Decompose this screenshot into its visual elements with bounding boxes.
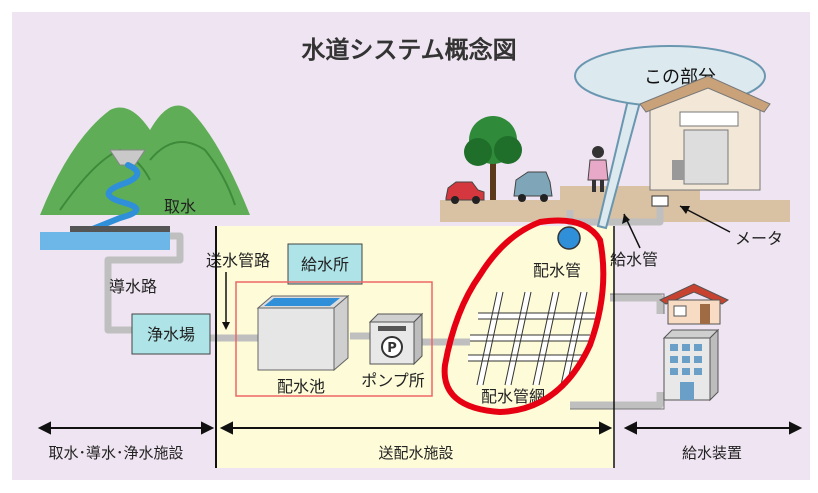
- distribution-reservoir-icon: [256, 294, 350, 372]
- distribution-reservoir-label: 配水池: [277, 377, 325, 396]
- transmission-arrowhead: [222, 322, 230, 330]
- distribution-pipe-label: 配水管: [533, 261, 581, 280]
- diagram-title: 水道システム概念図: [301, 36, 516, 64]
- ground: [440, 186, 790, 222]
- conduit-label: 導水路: [109, 277, 157, 296]
- intake-label: 取水: [164, 197, 196, 216]
- purification-plant-box: [131, 313, 211, 355]
- section-label-left: 取水･導水･浄水施設: [48, 444, 183, 462]
- apartment-building-icon: [662, 328, 720, 402]
- section-label-middle: 送配水施設: [378, 444, 453, 462]
- pipes: [104, 205, 664, 409]
- service-pipe-label: 給水管: [610, 250, 658, 269]
- car-red-icon: [445, 181, 485, 204]
- meter-icon: [651, 195, 669, 207]
- service-pipe-arrowhead: [622, 214, 630, 224]
- pump-station-label: ポンプ所: [361, 371, 425, 390]
- car-blue-icon: [513, 171, 553, 202]
- intake-weir: [70, 226, 170, 232]
- transmission-pipe-label: 送水管路: [206, 251, 270, 270]
- supply-station-frame: [235, 281, 433, 397]
- distribution-network-label: 配水管網: [481, 387, 545, 406]
- distribution-pipe-icon: [557, 226, 581, 250]
- water-supply-station-label: 給水所: [301, 255, 349, 274]
- person-icon: [587, 146, 609, 192]
- river: [77, 162, 141, 237]
- meter-arrow: [679, 205, 731, 233]
- distribution-network-outline: [468, 291, 595, 386]
- river-water: [40, 232, 170, 250]
- water-supply-station-box: [287, 243, 363, 285]
- pump-station-icon: [368, 312, 424, 366]
- highlight-outline: [441, 217, 607, 416]
- section-arrows: [37, 421, 803, 435]
- tree-icon: [464, 116, 522, 200]
- purification-plant-label: 浄水場: [147, 325, 195, 344]
- meter-label: メータ: [735, 229, 783, 248]
- house-icon: [639, 75, 771, 191]
- dam-icon: [109, 149, 146, 166]
- small-house-icon: [658, 283, 730, 325]
- section-label-right: 給水装置: [682, 444, 742, 462]
- pump-symbol: P: [387, 341, 397, 356]
- meter-arrowhead: [680, 206, 690, 214]
